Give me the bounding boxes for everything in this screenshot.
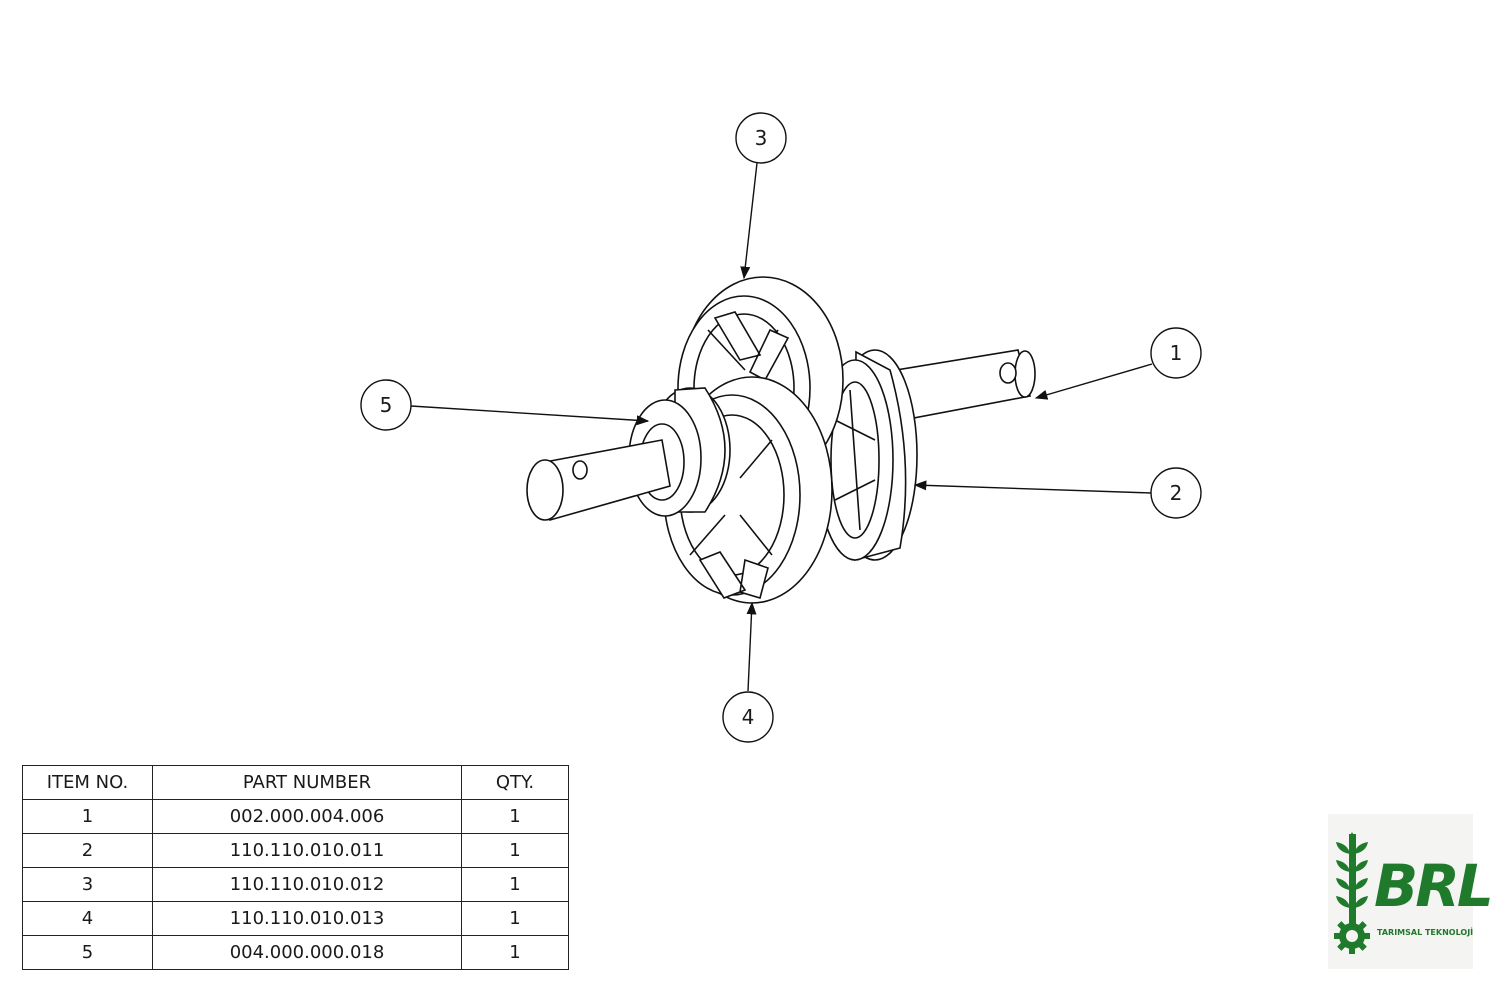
balloon-4: 4 <box>722 691 774 743</box>
table-row: 4 110.110.010.013 1 <box>22 901 569 936</box>
item-no-cell: 2 <box>22 833 153 868</box>
balloon-label-1: 1 <box>1170 341 1183 365</box>
item-no-cell: 3 <box>22 867 153 902</box>
leader-lines <box>410 162 1153 692</box>
table-row: 1 002.000.004.006 1 <box>22 799 569 834</box>
balloon-5: 5 <box>360 379 412 431</box>
balloon-2: 2 <box>1150 467 1202 519</box>
part-number-cell: 110.110.010.012 <box>152 867 462 902</box>
logo-subtitle: TARIMSAL TEKNOLOJİ <box>1377 928 1474 937</box>
balloon-1: 1 <box>1150 327 1202 379</box>
balloon-label-2: 2 <box>1170 481 1183 505</box>
wheat-gear-icon <box>1334 832 1370 954</box>
header-part-number: PART NUMBER <box>152 765 462 800</box>
leader-line-1 <box>1034 363 1153 400</box>
table-row: 3 110.110.010.012 1 <box>22 867 569 902</box>
part-number-cell: 110.110.010.011 <box>152 833 462 868</box>
header-qty: QTY. <box>461 765 569 800</box>
part-number-cell: 110.110.010.013 <box>152 901 462 936</box>
part-number-cell: 002.000.004.006 <box>152 799 462 834</box>
table-header-row: ITEM NO. PART NUMBER QTY. <box>22 765 569 800</box>
logo-brand-text: BRL <box>1374 852 1494 920</box>
part-number-cell: 004.000.000.018 <box>152 935 462 970</box>
qty-cell: 1 <box>461 935 569 970</box>
item-no-cell: 5 <box>22 935 153 970</box>
exploded-assembly-illustration <box>526 276 1036 604</box>
balloon-label-3: 3 <box>755 126 768 150</box>
qty-cell: 1 <box>461 901 569 936</box>
table-row: 2 110.110.010.011 1 <box>22 833 569 868</box>
qty-cell: 1 <box>461 833 569 868</box>
item-no-cell: 4 <box>22 901 153 936</box>
balloon-label-5: 5 <box>380 393 393 417</box>
table-row: 5 004.000.000.018 1 <box>22 935 569 970</box>
qty-cell: 1 <box>461 867 569 902</box>
header-item-no: ITEM NO. <box>22 765 153 800</box>
leader-line-3 <box>740 162 758 280</box>
leader-line-2 <box>913 480 1152 494</box>
balloon-3: 3 <box>735 112 787 164</box>
item-no-cell: 1 <box>22 799 153 834</box>
leader-line-5 <box>410 405 650 426</box>
leader-line-4 <box>746 601 757 692</box>
bill-of-materials-table: ITEM NO. PART NUMBER QTY. 1 002.000.004.… <box>22 765 569 970</box>
qty-cell: 1 <box>461 799 569 834</box>
balloon-label-4: 4 <box>742 705 755 729</box>
company-logo: BRL TARIMSAL TEKNOLOJİ <box>1328 814 1494 969</box>
